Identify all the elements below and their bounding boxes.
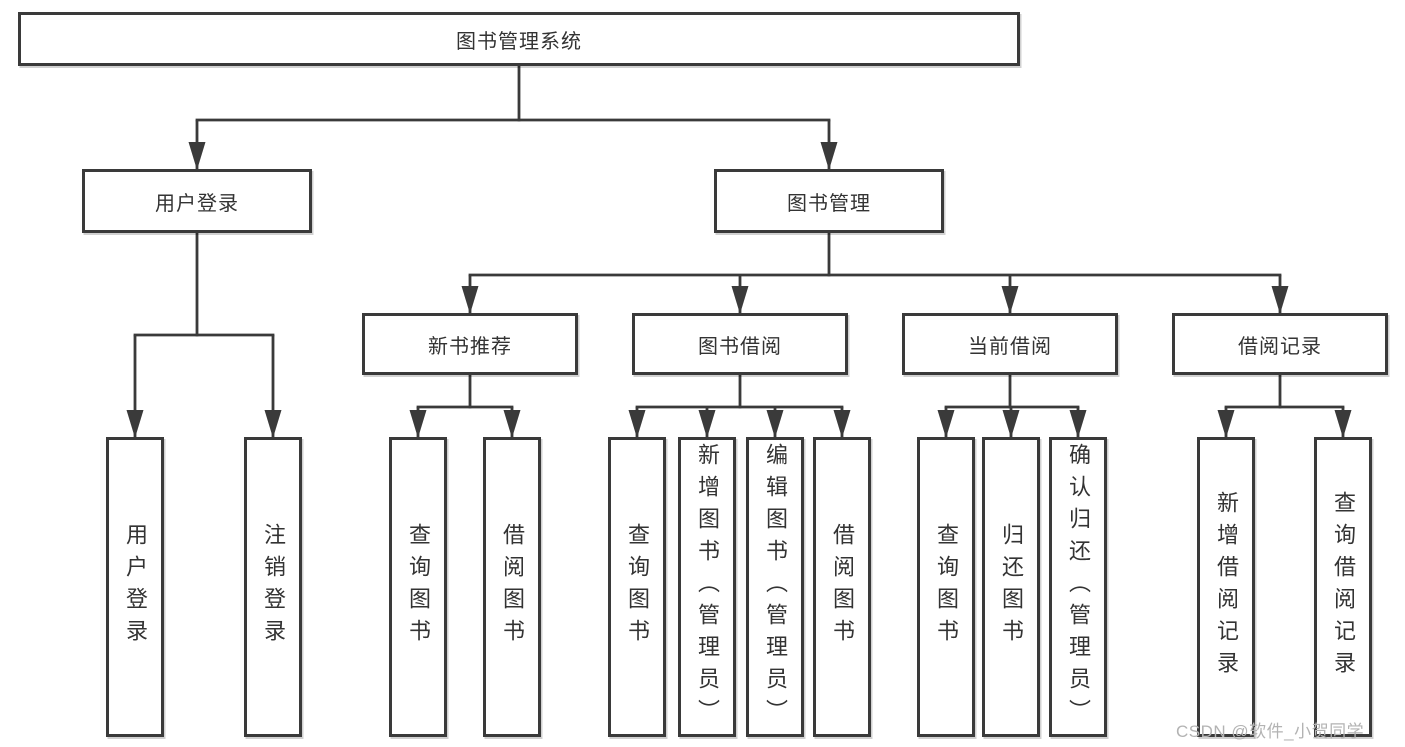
leaf-bb-add-books-admin-label: 新增图书（管理员） bbox=[695, 443, 720, 731]
connector-book-borrow-to-leaves bbox=[628, 375, 851, 438]
leaf-bb-query-books: 查询图书 bbox=[608, 437, 666, 737]
leaf-cb-query-books: 查询图书 bbox=[917, 437, 975, 737]
watermark: CSDN @软件_小贺同学 bbox=[1176, 722, 1365, 741]
leaf-bb-add-books-admin: 新增图书（管理员） bbox=[678, 437, 736, 737]
leaf-nb-query-books: 查询图书 bbox=[389, 437, 447, 737]
node-current-borrow-label: 当前借阅 bbox=[968, 335, 1052, 358]
node-root: 图书管理系统 bbox=[18, 12, 1020, 66]
connector-new-book-recommend-to-leaves bbox=[409, 375, 521, 438]
node-book-borrow: 图书借阅 bbox=[632, 313, 848, 375]
leaf-bb-borrow-books-label: 借阅图书 bbox=[830, 523, 855, 651]
connector-book-management-to-level3 bbox=[461, 233, 1289, 314]
leaf-nb-borrow-books-label: 借阅图书 bbox=[500, 523, 525, 651]
connector-current-borrow-to-leaves bbox=[937, 375, 1087, 438]
leaf-cb-return-books-label: 归还图书 bbox=[999, 523, 1024, 651]
leaf-logout: 注销登录 bbox=[244, 437, 302, 737]
leaf-user-login: 用户登录 bbox=[106, 437, 164, 737]
node-borrow-records: 借阅记录 bbox=[1172, 313, 1388, 375]
leaf-br-query-record-label: 查询借阅记录 bbox=[1331, 491, 1356, 683]
leaf-bb-query-books-label: 查询图书 bbox=[625, 523, 650, 651]
node-current-borrow: 当前借阅 bbox=[902, 313, 1118, 375]
leaf-bb-borrow-books: 借阅图书 bbox=[813, 437, 871, 737]
leaf-cb-confirm-return-admin-label: 确认归还（管理员） bbox=[1066, 443, 1091, 731]
node-new-book-recommend: 新书推荐 bbox=[362, 313, 578, 375]
leaf-logout-label: 注销登录 bbox=[261, 523, 286, 651]
leaf-cb-confirm-return-admin: 确认归还（管理员） bbox=[1049, 437, 1107, 737]
leaf-cb-return-books: 归还图书 bbox=[982, 437, 1040, 737]
connector-borrow-records-to-leaves bbox=[1217, 375, 1352, 438]
leaf-bb-edit-books-admin-label: 编辑图书（管理员） bbox=[763, 443, 788, 731]
node-book-management: 图书管理 bbox=[714, 169, 944, 233]
leaf-br-query-record: 查询借阅记录 bbox=[1314, 437, 1372, 737]
node-book-management-label: 图书管理 bbox=[787, 192, 871, 215]
connector-user-login-to-leaves bbox=[126, 233, 282, 438]
connector-root-to-level2 bbox=[188, 66, 838, 170]
leaf-bb-edit-books-admin: 编辑图书（管理员） bbox=[746, 437, 804, 737]
node-new-book-recommend-label: 新书推荐 bbox=[428, 335, 512, 358]
leaf-nb-borrow-books: 借阅图书 bbox=[483, 437, 541, 737]
node-user-login-label: 用户登录 bbox=[155, 192, 239, 215]
leaf-cb-query-books-label: 查询图书 bbox=[934, 523, 959, 651]
node-user-login: 用户登录 bbox=[82, 169, 312, 233]
leaf-br-add-record: 新增借阅记录 bbox=[1197, 437, 1255, 737]
leaf-user-login-label: 用户登录 bbox=[123, 523, 148, 651]
node-book-borrow-label: 图书借阅 bbox=[698, 335, 782, 358]
leaf-br-add-record-label: 新增借阅记录 bbox=[1214, 491, 1239, 683]
node-borrow-records-label: 借阅记录 bbox=[1238, 335, 1322, 358]
leaf-nb-query-books-label: 查询图书 bbox=[406, 523, 431, 651]
node-root-label: 图书管理系统 bbox=[456, 30, 582, 53]
